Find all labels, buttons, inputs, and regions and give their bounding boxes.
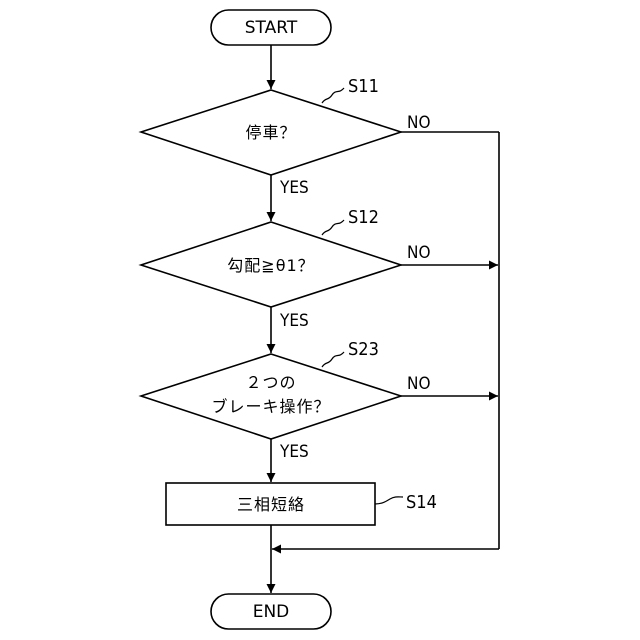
s12-leader xyxy=(322,220,344,235)
s23-no-label: NO xyxy=(407,374,430,394)
s12-yes-label: YES xyxy=(279,311,309,331)
s23-yes-label: YES xyxy=(279,442,309,462)
s14-step-label: S14 xyxy=(406,492,437,513)
s11-leader xyxy=(322,88,344,103)
start-label: START xyxy=(245,18,298,38)
s14-leader xyxy=(375,497,403,504)
s23-text-line2: ブレーキ操作？ xyxy=(211,397,330,416)
s23-text-line1: ２つの xyxy=(245,373,296,392)
s11-yes-label: YES xyxy=(279,178,309,198)
s14-text: 三相短絡 xyxy=(237,495,305,514)
s12-no-label: NO xyxy=(407,243,430,263)
s23-step-label: S23 xyxy=(348,339,379,360)
start-terminal: START xyxy=(211,10,331,45)
s11-step-label: S11 xyxy=(348,76,379,97)
process-s14: 三相短絡 S14 xyxy=(166,483,437,525)
s11-text: 停車？ xyxy=(245,123,296,142)
decision-s12: 勾配≧θ1？ S12 NO YES xyxy=(141,207,430,331)
end-terminal: END xyxy=(211,594,331,629)
s12-step-label: S12 xyxy=(348,207,379,228)
end-label: END xyxy=(253,602,290,622)
s12-text: 勾配≧θ1？ xyxy=(227,256,314,275)
s23-leader xyxy=(322,352,344,367)
decision-s23: ２つの ブレーキ操作？ S23 NO YES xyxy=(141,339,430,462)
decision-s11: 停車？ S11 NO YES xyxy=(141,76,430,198)
s11-no-label: NO xyxy=(407,113,430,133)
